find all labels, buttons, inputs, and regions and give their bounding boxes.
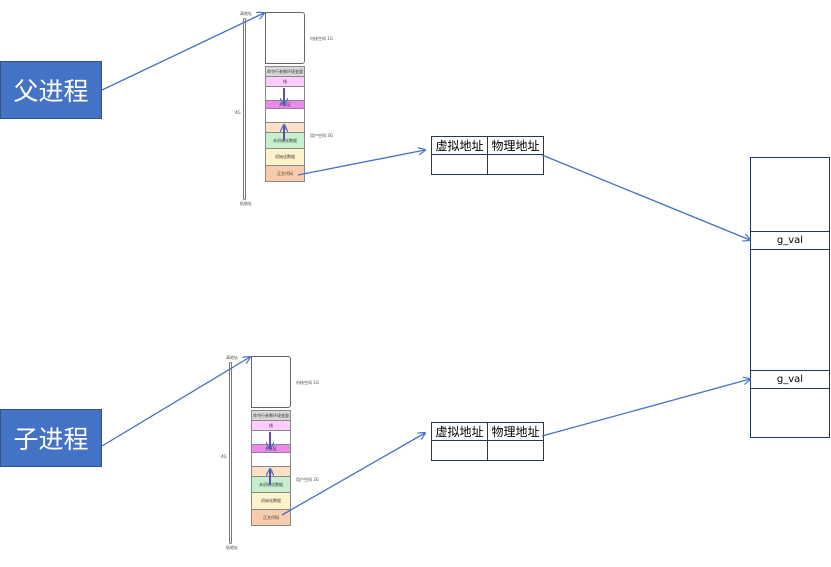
child-seg-gap-down [251,431,291,445]
parent-seg-stack: 栈 [265,77,305,87]
child-user-space-label: 用户空间 3G [296,477,319,482]
parent-virtual-cell [431,154,488,175]
child-page-table: 虚拟地址 物理地址 [431,422,544,461]
parent-seg-shared: 共享区 [265,101,305,109]
parent-process-box: 父进程 [0,61,102,119]
parent-seg-text: 正文代码 [265,166,305,182]
parent-kernel-space [265,12,305,64]
arrow-parent-to-address-space [101,13,264,91]
arrow-parent-data-to-page-table [297,150,425,176]
child-seg-gap-up [251,453,291,467]
parent-physical-cell [487,154,544,175]
parent-seg-env: 命令行参数环境变量 [265,66,305,77]
child-seg-heap: 堆 [251,467,291,477]
parent-seg-gap-down [265,87,305,101]
parent-size-label: 4G [235,110,241,115]
child-kernel-space-label: 内核空间 1G [296,380,319,385]
arrow-child-to-address-space [101,357,250,447]
parent-user-space-label: 用户空间 3G [310,133,333,138]
physical-memory: g_val g_val [750,157,830,438]
physical-gval-top: g_val [751,231,829,250]
child-seg-stack: 栈 [251,421,291,431]
parent-process-label: 父进程 [13,77,89,106]
parent-memory-layout: 命令行参数环境变量 栈 共享区 堆 未初始化数据 初始化数据 正文代码 [265,12,305,182]
child-low-addr-label: 低地址 [226,545,238,550]
child-virtual-cell [431,440,488,461]
child-size-label: 4G [221,454,227,459]
child-kernel-space [251,356,291,408]
physical-gval-bottom: g_val [751,370,829,389]
parent-seg-gap-up [265,109,305,123]
parent-virtual-header: 虚拟地址 [431,136,488,155]
arrow-child-table-to-physical [541,379,750,437]
parent-address-axis [243,18,246,200]
parent-high-addr-label: 高地址 [240,11,252,16]
child-high-addr-label: 高地址 [226,355,238,360]
child-address-axis [229,362,232,544]
child-process-label: 子进程 [13,425,89,454]
parent-seg-data: 初始化数据 [265,149,305,166]
parent-physical-header: 物理地址 [487,136,544,155]
child-seg-data: 初始化数据 [251,493,291,510]
child-physical-header: 物理地址 [487,422,544,441]
child-physical-cell [487,440,544,461]
parent-seg-bss: 未初始化数据 [265,133,305,149]
child-memory-layout: 命令行参数环境变量 栈 共享区 堆 未初始化数据 初始化数据 正文代码 [251,356,291,526]
child-seg-bss: 未初始化数据 [251,477,291,493]
arrow-parent-table-to-physical [541,154,750,240]
child-seg-shared: 共享区 [251,445,291,453]
child-process-box: 子进程 [0,409,102,467]
parent-low-addr-label: 低地址 [240,201,252,206]
arrow-child-data-to-page-table [281,433,425,516]
child-seg-env: 命令行参数环境变量 [251,410,291,421]
parent-seg-heap: 堆 [265,123,305,133]
child-seg-text: 正文代码 [251,510,291,526]
child-virtual-header: 虚拟地址 [431,422,488,441]
parent-page-table: 虚拟地址 物理地址 [431,136,544,175]
parent-kernel-space-label: 内核空间 1G [310,36,333,41]
